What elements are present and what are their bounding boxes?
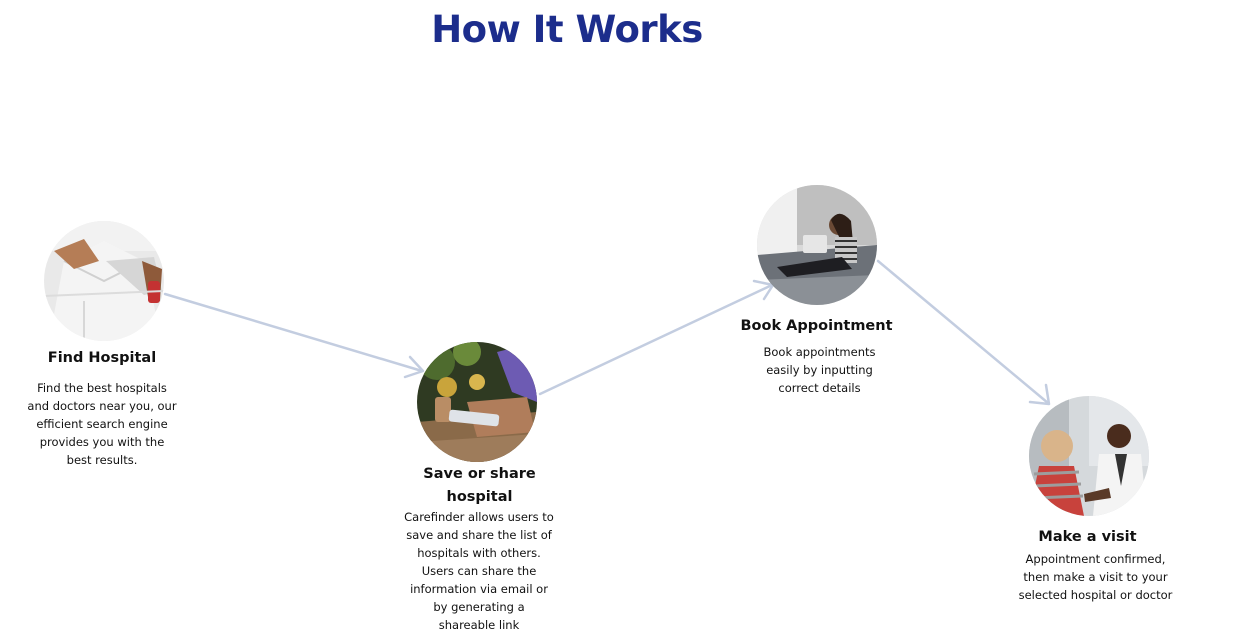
save-share-image [417,342,537,462]
step-title-save-share: Save or share hospital [423,466,536,505]
book-appointment-image [757,185,877,305]
find-hospital-image [44,221,164,341]
step-title-make-visit: Make a visit [1038,529,1137,545]
step-title-book-appointment: Book Appointment [740,318,893,334]
step-title-find-hospital: Find Hospital [47,350,157,366]
connector-arrow-1 [163,292,425,379]
section-heading: How It Works [431,8,703,51]
step-description-make-visit: Appointment confirmed, then make a visit… [1018,552,1173,602]
step-description-book-appointment: Book appointments easily by inputting co… [763,345,876,395]
connector-arrow-2 [538,279,775,396]
connector-arrow-3 [876,259,1051,406]
make-visit-image [1029,396,1149,516]
step-description-save-share: Carefinder allows users to save and shar… [404,510,554,629]
step-description-find-hospital: Find the best hospitals and doctors near… [27,381,177,467]
